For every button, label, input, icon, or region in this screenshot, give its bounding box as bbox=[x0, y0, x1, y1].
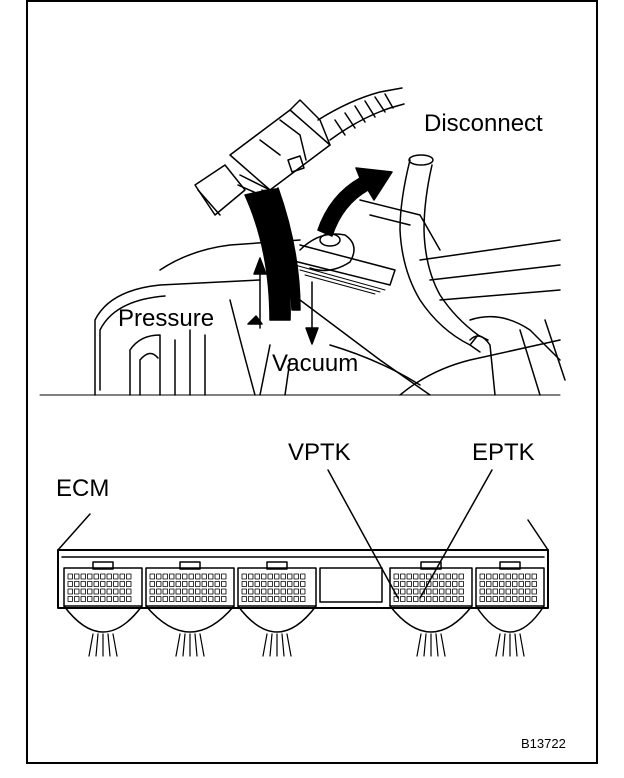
ecm-connectors bbox=[63, 561, 545, 657]
leader-lines bbox=[327, 469, 493, 599]
ecm-label: ECM bbox=[56, 475, 110, 502]
sensor-hose-black bbox=[244, 187, 301, 321]
ecm-connector-3 bbox=[237, 561, 317, 657]
disconnect-label: Disconnect bbox=[424, 110, 543, 137]
ecm-illustration bbox=[57, 513, 549, 609]
ecm-connector-2 bbox=[145, 561, 235, 657]
engine-illustration bbox=[39, 199, 566, 396]
ecm-connector-5 bbox=[475, 561, 545, 657]
vacuum-hose bbox=[399, 154, 489, 353]
eptk-label: EPTK bbox=[472, 439, 535, 466]
ecm-connector-4 bbox=[389, 561, 473, 657]
pressure-label: Pressure bbox=[118, 305, 215, 332]
sensor-cable bbox=[317, 87, 405, 141]
pressure-arrow bbox=[247, 257, 267, 329]
vacuum-label: Vacuum bbox=[272, 350, 359, 377]
diagram-frame bbox=[26, 0, 598, 764]
figure-code: B13722 bbox=[521, 736, 566, 751]
vacuum-arrow bbox=[305, 281, 319, 345]
ecm-connector-1 bbox=[63, 561, 143, 657]
disconnect-arrow bbox=[317, 167, 393, 237]
vptk-label: VPTK bbox=[288, 439, 351, 466]
